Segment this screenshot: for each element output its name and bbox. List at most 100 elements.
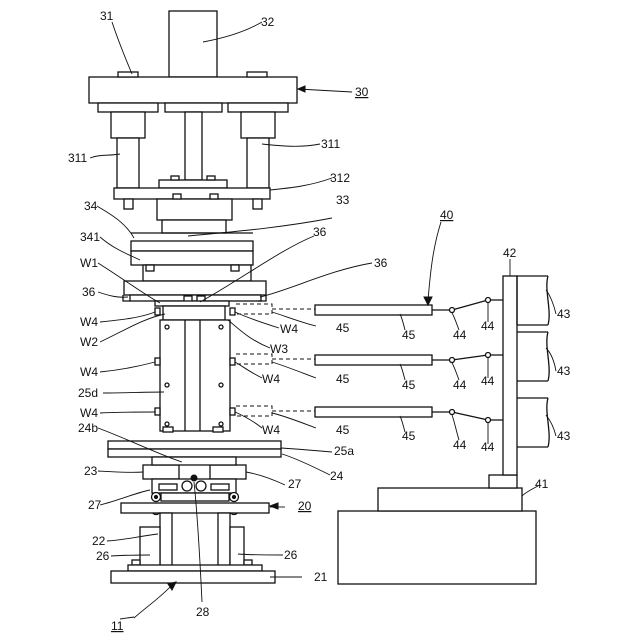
clamp-36-left <box>123 295 130 301</box>
label-45-ghost-mid: 45 <box>336 372 350 386</box>
label-44-a: 44 <box>453 328 467 342</box>
ghost-arm-45 <box>236 406 315 416</box>
workpiece-body-25d <box>160 320 230 431</box>
arm-45-top <box>315 305 432 315</box>
label-W4-d: W4 <box>262 372 280 386</box>
link-44 <box>432 300 503 310</box>
label-25a: 25a <box>334 444 354 458</box>
clamp-bar <box>130 295 261 301</box>
top-plate-nub-right <box>247 72 267 77</box>
label-26-left: 26 <box>96 549 110 563</box>
label-27-left: 27 <box>88 498 102 512</box>
top-plate-nub-left <box>118 72 138 77</box>
shelf-edge <box>547 332 549 381</box>
plate-341 <box>131 251 253 265</box>
bracket-mid <box>165 103 222 112</box>
block-23-right <box>210 465 246 479</box>
holder-slot <box>159 484 177 490</box>
base-plate-21 <box>111 571 275 583</box>
roller-28 <box>182 481 192 491</box>
label-20: 20 <box>298 499 312 513</box>
label-W4-c: W4 <box>80 365 98 379</box>
column-base <box>489 475 517 488</box>
label-26-right: 26 <box>284 548 298 562</box>
shelf-edge <box>547 276 549 325</box>
foot <box>213 427 223 432</box>
plate-24 <box>108 449 281 457</box>
label-36-a: 36 <box>313 225 327 239</box>
carrier <box>152 457 236 465</box>
bracket-left <box>98 103 158 112</box>
head-block-33-lower <box>162 220 226 233</box>
arrow-11 <box>168 582 176 590</box>
holder-slot <box>211 484 229 490</box>
shelf-43-bottom <box>517 398 548 447</box>
arrow-20 <box>270 503 278 509</box>
cylinder-311-left-rod <box>117 138 139 188</box>
label-45-ghost-top: 45 <box>336 321 350 335</box>
label-23: 23 <box>84 464 98 478</box>
bolt <box>210 194 218 199</box>
pivot <box>486 418 491 423</box>
pin-W4 <box>155 308 160 315</box>
workpiece-stack <box>155 301 235 432</box>
base-41 <box>378 488 522 511</box>
post-22-right <box>218 513 230 571</box>
label-30: 30 <box>355 85 369 99</box>
label-45-arm-mid: 45 <box>402 378 416 392</box>
cylinder-311-left-head <box>111 112 145 138</box>
pin-W4 <box>230 358 235 365</box>
label-36-b: 36 <box>374 256 388 270</box>
plate-20 <box>121 503 269 513</box>
label-311-right: 311 <box>321 137 340 151</box>
label-45-arm-top: 45 <box>402 328 416 342</box>
label-43-bottom: 43 <box>557 429 571 443</box>
column-42 <box>503 276 517 475</box>
bolt <box>244 560 252 565</box>
bolt <box>173 194 181 199</box>
link-44 <box>432 412 503 420</box>
label-45-arm-bottom: 45 <box>402 429 416 443</box>
bolt <box>207 176 215 180</box>
bolt <box>124 199 133 209</box>
cylinder-311-right-head <box>241 112 275 138</box>
bolt <box>231 265 239 271</box>
label-24b: 24b <box>78 421 98 435</box>
block-23-left <box>143 465 179 479</box>
label-44-c: 44 <box>453 378 467 392</box>
center-shaft <box>185 112 202 180</box>
label-W2: W2 <box>80 335 98 349</box>
label-22: 22 <box>92 534 106 548</box>
label-44-d: 44 <box>481 374 495 388</box>
label-312: 312 <box>330 171 350 185</box>
label-25d: 25d <box>78 386 98 400</box>
bolt <box>146 265 154 271</box>
foot <box>163 427 173 432</box>
label-32: 32 <box>261 15 275 29</box>
label-33: 33 <box>336 193 350 207</box>
label-W4-a: W4 <box>80 315 98 329</box>
arrow-40 <box>424 297 432 305</box>
pin-W4 <box>230 308 235 315</box>
arm-45-bottom <box>315 407 432 417</box>
shelf-43-mid <box>517 332 548 381</box>
label-40: 40 <box>440 208 454 222</box>
arrow-30 <box>298 86 305 92</box>
base-plate-21-top <box>128 565 262 571</box>
arm-45-mid <box>315 355 432 365</box>
bolt <box>253 199 262 209</box>
label-31: 31 <box>100 9 114 23</box>
ghost-arm-45 <box>236 304 315 314</box>
label-311-left: 311 <box>68 151 87 165</box>
label-28: 28 <box>196 605 210 619</box>
link-44 <box>432 355 503 360</box>
bracket-right <box>228 103 288 112</box>
label-W3: W3 <box>270 342 288 356</box>
cabinet <box>338 511 536 584</box>
shelf-43-top <box>517 276 548 325</box>
label-36-c: 36 <box>82 285 96 299</box>
label-44-f: 44 <box>481 440 495 454</box>
bolt <box>171 176 179 180</box>
motor-32 <box>169 11 217 77</box>
